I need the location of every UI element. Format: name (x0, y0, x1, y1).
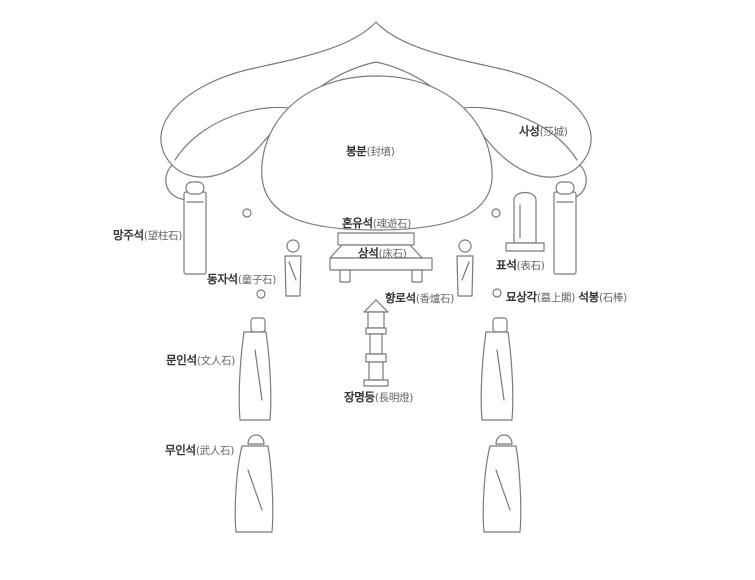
muninseok-label: 문인석(文人石) (166, 353, 235, 368)
muninseok-hangul: 문인석 (166, 353, 197, 367)
pyoseok-hangul: 표석 (496, 258, 517, 272)
jangmyeongdeung-hanja: (長明燈) (374, 392, 414, 404)
sasung-inner-line (174, 106, 301, 161)
sangseok-hangul: 상석 (358, 246, 379, 260)
muninseok-right-statue (480, 317, 514, 421)
pyoseok-tombstone (505, 191, 545, 252)
hyangroseok-hanja: (香爐石) (415, 293, 455, 305)
sasung-label: 사성(莎城) (519, 124, 568, 139)
dongjaseok-left-statue (284, 239, 302, 297)
myosanggak-hanja: (墓上閣) (536, 292, 576, 304)
sangseok-hanja: (床石) (378, 248, 407, 260)
muinseok-right-statue (482, 434, 522, 533)
mangjuseok-hanja: (望柱石) (143, 230, 183, 242)
small-stone-right-lower (492, 288, 502, 298)
pyoseok-label: 표석(表石) (496, 258, 545, 273)
sasung-inner-line-right (451, 106, 578, 161)
sasung-hanja: (莎城) (539, 126, 568, 138)
bongbun-label: 봉분(封墳) (346, 144, 395, 159)
honyuseok-label: 혼유석(魂遊石) (342, 216, 411, 231)
small-stone-left-lower (256, 289, 266, 299)
dongjaseok-hangul: 동자석 (207, 272, 238, 286)
dongjaseok-hanja: (童子石) (237, 274, 277, 286)
hyangroseok-hangul: 향로석 (385, 291, 416, 305)
sangseok-table (329, 232, 433, 283)
muinseok-label: 무인석(武人石) (165, 443, 234, 458)
sangseok-label: 상석(床石) (358, 246, 407, 261)
jangmyeongdeung-label: 장명등(長明燈) (344, 390, 413, 405)
honyuseok-hanja: (魂遊石) (372, 218, 412, 230)
mangjuseok-hangul: 망주석 (113, 228, 144, 242)
mangjuseok-left-pillar (183, 181, 207, 275)
dongjaseok-label: 동자석(童子石) (207, 272, 276, 287)
seokbong-hanja: (石棒) (598, 292, 627, 304)
myosanggak-seokbong-label: 묘상각(墓上閣) 석봉(石棒) (506, 290, 627, 305)
honyuseok-hangul: 혼유석 (342, 216, 373, 230)
hyangroseok-label: 향로석(香爐石) (385, 291, 454, 306)
muninseok-left-statue (238, 317, 272, 421)
sasung-wall (160, 21, 592, 178)
bongbun-hanja: (封墳) (366, 146, 395, 158)
jangmyeongdeung-hangul: 장명등 (344, 390, 375, 404)
muinseok-hangul: 무인석 (165, 443, 196, 457)
seokbong-hangul: 석봉 (578, 290, 599, 304)
small-stone-left-upper (242, 208, 252, 218)
bongbun-mound (261, 75, 493, 231)
bongbun-hangul: 봉분 (346, 144, 367, 158)
muninseok-hanja: (文人石) (196, 355, 236, 367)
pyoseok-hanja: (表石) (516, 260, 545, 272)
small-stone-right-upper (491, 208, 501, 218)
mangjuseok-label: 망주석(望柱石) (113, 228, 182, 243)
mangjuseok-right-pillar (553, 181, 577, 275)
muinseok-left-statue (234, 434, 274, 533)
jangmyeongdeung-lantern (363, 299, 389, 387)
myosanggak-hangul: 묘상각 (506, 290, 537, 304)
sasung-hangul: 사성 (519, 124, 540, 138)
muinseok-hanja: (武人石) (195, 445, 235, 457)
dongjaseok-right-statue (456, 239, 474, 297)
